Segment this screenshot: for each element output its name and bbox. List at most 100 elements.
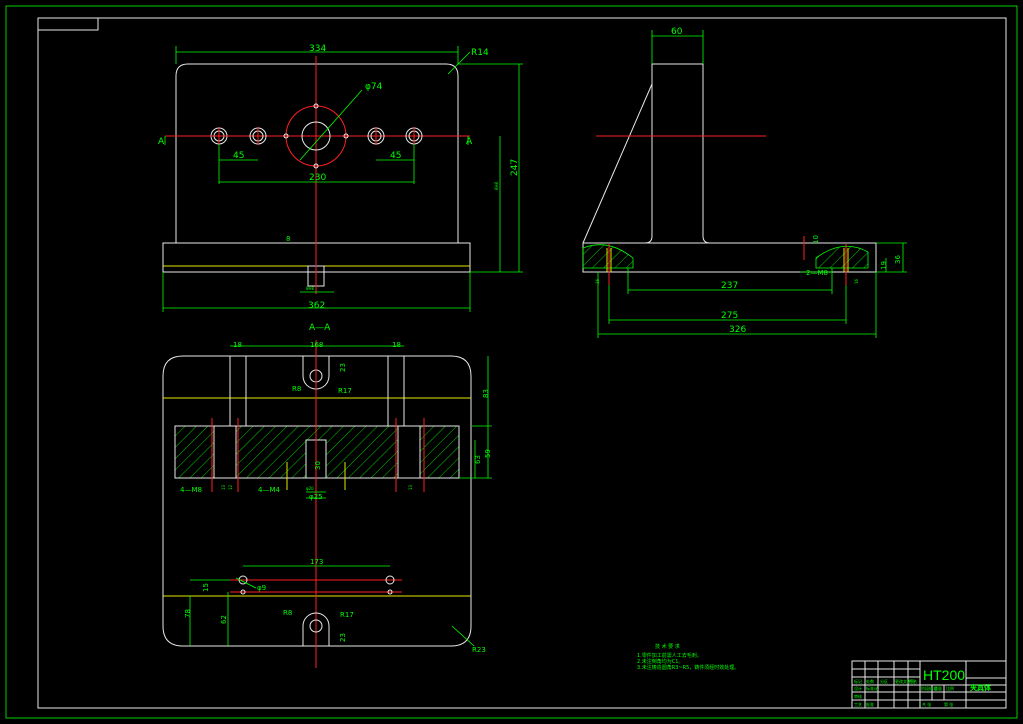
front-bc-hole-right <box>343 133 349 139</box>
dim-13-right: 13 <box>408 484 413 490</box>
tb-cell-scale: 比例 <box>946 685 954 691</box>
dim-r17-top: R17 <box>338 387 352 395</box>
dim-13-left: 13 <box>221 484 226 490</box>
tb-cell-sign: 签名 <box>909 678 917 684</box>
r23-leader <box>451 625 475 647</box>
dim-45-right: 45 <box>390 151 401 161</box>
side-upright-outline <box>651 63 876 244</box>
dim-230: 230 <box>309 173 326 183</box>
dim-12-left: 12 <box>228 484 233 490</box>
phi9-leader <box>235 577 257 589</box>
side-rib-edge <box>582 83 653 244</box>
tb-cell-change: 更改文件号 <box>895 678 915 684</box>
title-block <box>851 660 1007 709</box>
front-bc-hole-bottom <box>313 163 319 169</box>
dim-18-right: 18 <box>392 341 401 349</box>
notes-line-3: 3.未注铸造圆角R3~R5，铸件须经时效处理。 <box>637 664 739 671</box>
dim-173: 173 <box>310 558 323 566</box>
tb-cell-process: 工艺 <box>854 702 862 707</box>
dim-19: 19 <box>880 261 888 270</box>
dim-63: 63 <box>474 455 482 464</box>
inner-frame <box>37 17 1007 709</box>
top-pin-hole-right <box>385 575 395 585</box>
dim-60: 60 <box>671 27 683 37</box>
dim-83: 83 <box>482 389 490 398</box>
side-hatch-right <box>815 245 869 269</box>
dim-8h8-slot: 8H8 <box>306 286 315 291</box>
top-outline <box>162 355 472 647</box>
dim-4m4: 4—M4 <box>258 486 280 494</box>
outer-frame <box>5 5 1018 719</box>
front-bc-hole-left <box>283 133 289 139</box>
front-plate-outline <box>175 63 459 243</box>
tb-cell-design: 设计 <box>854 685 862 691</box>
tb-cell-stage: 阶段标记 <box>921 685 937 691</box>
tb-cell-zone: 分区 <box>880 678 888 684</box>
tb-cell-standard: 标准化 <box>866 685 878 691</box>
phi74-leader <box>299 89 363 161</box>
section-label: A—A <box>309 323 331 333</box>
notes-title: 技 术 要 求 <box>655 643 680 650</box>
dim-2m8: 2—M8 <box>806 269 828 277</box>
dim-36: 36 <box>894 255 902 264</box>
corner-tag-box <box>37 18 99 31</box>
notes-line-2: 2.未注倒角均为C1。 <box>637 658 683 665</box>
top-small-hole-right <box>387 589 393 595</box>
front-bc-hole-top <box>313 103 319 109</box>
tb-cell-approve: 批准 <box>866 701 874 707</box>
material-label: HT200 <box>923 667 965 683</box>
dim-62: 62 <box>220 615 228 624</box>
top-view <box>162 340 492 668</box>
dim-thread-right: 16 <box>854 278 859 284</box>
notes-line-1: 1.零件加工前需人工去毛刺。 <box>637 652 702 659</box>
dim-phi74: φ74 <box>365 82 383 92</box>
front-view <box>162 46 523 312</box>
tb-cell-mark: 标记 <box>854 678 862 684</box>
dim-334: 334 <box>309 44 326 54</box>
dim-237: 237 <box>721 281 738 291</box>
r14-leader <box>447 51 471 75</box>
dim-59: 59 <box>484 449 492 458</box>
dim-8h8-side: 8H8 <box>494 181 499 190</box>
side-hatch-left <box>582 244 634 269</box>
dim-4m8: 4—M8 <box>180 486 202 494</box>
top-section-gap-left <box>213 425 237 479</box>
dim-275: 275 <box>721 311 738 321</box>
dim-326: 326 <box>729 325 746 335</box>
dim-phi25: φ25 <box>309 493 323 501</box>
dim-mark-10: 10 <box>812 235 820 244</box>
tb-cell-weight: 重量 <box>934 685 942 691</box>
top-rib-right <box>387 355 405 427</box>
dim-r8-bottom: R8 <box>283 609 292 617</box>
dim-r8-top: R8 <box>292 385 301 393</box>
dim-tag-8: 8 <box>286 235 290 243</box>
tb-cell-total: 共 张 <box>922 701 931 707</box>
front-big-bore <box>301 121 331 151</box>
top-slot-lower <box>302 612 330 646</box>
dim-r23: R23 <box>472 646 486 654</box>
part-name: 夹具体 <box>970 683 992 692</box>
dim-168: 168 <box>310 341 323 349</box>
tb-cell-count: 处数 <box>866 678 874 684</box>
top-small-hole-left <box>240 589 246 595</box>
cut-mark-right: A <box>466 137 473 147</box>
dim-30: 30 <box>314 461 322 470</box>
dim-15: 15 <box>202 583 210 592</box>
top-slot-lower-inner <box>309 619 323 633</box>
tb-cell-sheet: 第 张 <box>944 701 953 707</box>
dim-78: 78 <box>184 609 192 618</box>
dim-362: 362 <box>308 301 325 311</box>
top-section-gap-right <box>397 425 421 479</box>
top-pin-hole-left <box>238 575 248 585</box>
dim-phi9: φ9 <box>257 584 266 592</box>
top-rib-left <box>229 355 247 427</box>
dim-phi20: φ20 <box>306 486 314 491</box>
dim-thread-left: 16 <box>595 278 600 284</box>
dim-247: 247 <box>510 159 520 176</box>
dim-45-left: 45 <box>233 151 244 161</box>
front-bolt-circle <box>285 105 347 167</box>
cut-mark-left: A <box>158 137 165 147</box>
dim-18-left: 18 <box>233 341 242 349</box>
dim-23-top: 23 <box>339 363 347 372</box>
